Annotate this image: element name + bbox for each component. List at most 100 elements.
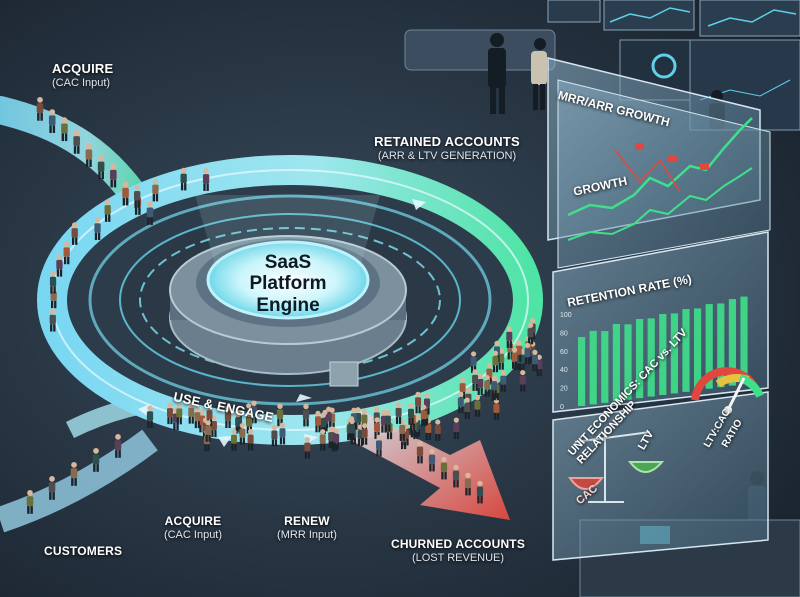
- customer-figure: [235, 411, 242, 434]
- retained-label: RETAINED ACCOUNTS (ARR & LTV GENERATION): [372, 134, 522, 163]
- customer-figure: [194, 406, 201, 429]
- customer-figure: [166, 402, 173, 425]
- customer-figure: [434, 419, 441, 442]
- customer-figure: [524, 342, 531, 365]
- retention-bar: [694, 308, 702, 391]
- customer-figure: [420, 404, 427, 427]
- customer-figure: [384, 410, 391, 432]
- customers-label: CUSTOMERS: [44, 544, 123, 559]
- customer-figure: [247, 428, 254, 451]
- customer-figure: [304, 436, 311, 459]
- customer-figure: [49, 308, 56, 332]
- customer-figure: [395, 402, 402, 424]
- retention-bar: [740, 296, 748, 384]
- acquire-top-sub: (CAC Input): [52, 76, 111, 89]
- acquire-bottom-title: ACQUIRE: [164, 514, 222, 528]
- customer-figure: [122, 181, 129, 206]
- customer-figure: [500, 370, 507, 392]
- customer-figure: [26, 490, 34, 514]
- engine-line-2: Platform: [249, 273, 327, 295]
- retention-bar: [636, 319, 644, 399]
- customer-figure: [71, 222, 78, 245]
- customer-figure: [48, 476, 56, 500]
- customer-figure: [198, 409, 206, 433]
- renew-sub: (MRR Input): [277, 528, 337, 541]
- customer-figure: [440, 456, 448, 480]
- customer-figure: [361, 423, 368, 445]
- customer-figure: [85, 143, 93, 168]
- acquire-bottom-sub: (CAC Input): [163, 528, 223, 541]
- customer-figure: [491, 375, 498, 398]
- customer-figure: [48, 109, 56, 133]
- retention-bar: [578, 337, 586, 406]
- customer-figure: [302, 403, 310, 427]
- customer-figure: [202, 168, 210, 191]
- renew-label: RENEW (MRR Input): [262, 514, 352, 541]
- acquire-top-title: ACQUIRE: [52, 61, 114, 76]
- customer-figure: [376, 434, 383, 457]
- renew-title: RENEW: [284, 514, 330, 528]
- customer-figure: [328, 426, 335, 449]
- customer-figure: [250, 400, 258, 424]
- customer-figure: [92, 448, 100, 472]
- customer-figure: [205, 420, 212, 442]
- customer-figure: [457, 391, 464, 414]
- churned-title: CHURNED ACCOUNTS: [390, 537, 526, 551]
- customer-figure: [210, 415, 217, 438]
- customer-figure: [349, 418, 356, 441]
- customers-entry-path: [0, 429, 158, 533]
- customers-title: CUSTOMERS: [44, 544, 123, 558]
- retention-bar: [612, 324, 620, 402]
- customer-figure: [408, 403, 415, 425]
- customer-figure: [94, 217, 101, 241]
- retention-y-tick: 80: [560, 330, 568, 337]
- customer-figure: [188, 402, 195, 424]
- retention-bar: [705, 304, 713, 389]
- customer-figure: [61, 117, 68, 142]
- customer-figure: [239, 422, 246, 445]
- customer-figure: [49, 270, 57, 294]
- customer-figure: [464, 397, 471, 420]
- unit-economics-panel: [552, 391, 769, 561]
- customer-figure: [476, 480, 484, 504]
- customer-figure: [531, 349, 538, 372]
- customer-figure: [472, 369, 479, 391]
- customer-figure: [333, 428, 340, 450]
- customer-figure: [474, 395, 481, 417]
- engine-title: SaaS Platform Engine: [228, 252, 348, 316]
- retention-bar: [682, 309, 690, 392]
- retention-y-tick: 20: [560, 386, 568, 393]
- retained-sub: (ARR & LTV GENERATION): [377, 149, 517, 162]
- customer-figure: [224, 405, 232, 428]
- customer-figure: [97, 155, 105, 180]
- retention-y-tick: 100: [560, 312, 572, 319]
- retention-bar: [670, 313, 678, 394]
- churned-sub: (LOST REVENUE): [411, 551, 505, 564]
- customer-figure: [276, 403, 284, 427]
- churned-label: CHURNED ACCOUNTS (LOST REVENUE): [388, 537, 528, 564]
- customer-figure: [519, 369, 526, 392]
- ltv-cac-gauge: [691, 367, 764, 414]
- customer-figure: [453, 417, 460, 440]
- retained-title: RETAINED ACCOUNTS: [374, 134, 520, 149]
- customer-figure: [506, 326, 513, 348]
- customer-figure: [73, 129, 80, 154]
- retention-bar: [728, 299, 736, 386]
- middle-loop-track: [88, 194, 492, 406]
- customer-figure: [416, 440, 424, 464]
- customer-figure: [110, 163, 117, 188]
- customer-figure: [231, 429, 238, 451]
- retention-bar: [624, 324, 632, 400]
- customer-figure: [315, 410, 322, 433]
- retention-y-tick: 40: [560, 367, 568, 374]
- platform-engine-core: [169, 195, 407, 387]
- retention-bar: [647, 318, 655, 397]
- retention-bar: [589, 330, 597, 405]
- customer-figure: [484, 374, 491, 397]
- retention-y-tick: 0: [560, 404, 564, 411]
- customer-figure: [428, 448, 436, 472]
